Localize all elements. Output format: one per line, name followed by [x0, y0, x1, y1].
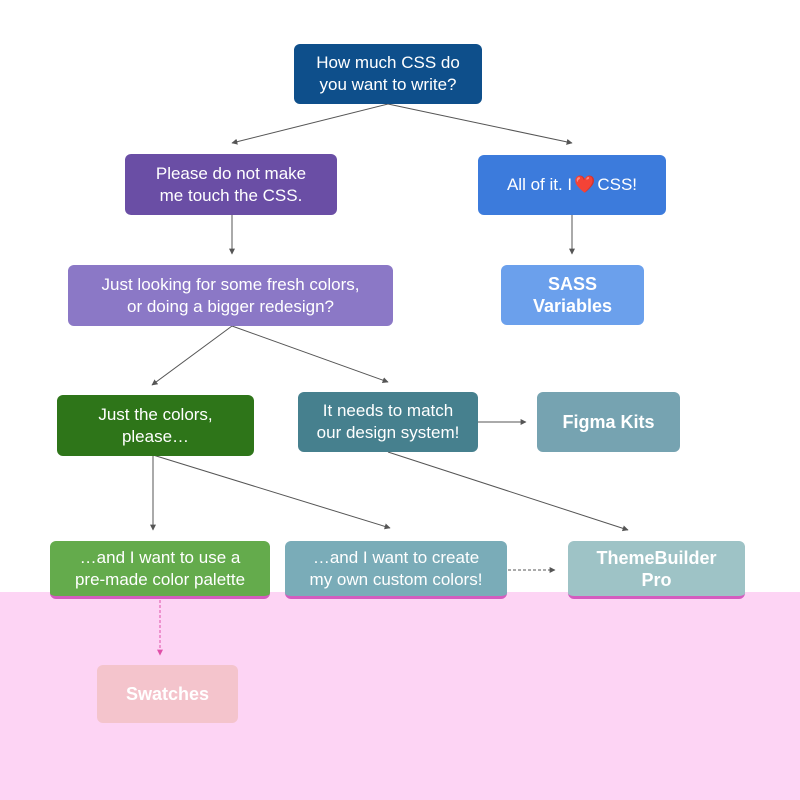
edge-q2-colors — [151, 325, 233, 386]
node-premade-palette: …and I want to use a pre-made color pale… — [50, 541, 270, 599]
all-of-it-text-after: CSS! — [597, 175, 638, 194]
node-themebuilder-pro: ThemeBuilder Pro — [568, 541, 745, 599]
edge-q2-design — [231, 325, 389, 383]
node-how-much-css: How much CSS do you want to write? — [294, 44, 482, 104]
edge-q1-right1 — [387, 103, 573, 145]
node-swatches: Swatches — [97, 665, 238, 723]
node-custom-colors: …and I want to create my own custom colo… — [285, 541, 507, 599]
node-just-the-colors: Just the colors, please… — [57, 395, 254, 456]
edge-colors-custom — [152, 454, 391, 530]
heart-icon: ❤️ — [574, 175, 596, 194]
all-of-it-text: All of it. I — [506, 175, 573, 194]
node-match-design-system: It needs to match our design system! — [298, 392, 478, 452]
edge-design-themebuilder — [387, 451, 629, 532]
node-figma-kits: Figma Kits — [537, 392, 680, 452]
node-do-not-touch-css: Please do not make me touch the CSS. — [125, 154, 337, 215]
node-all-of-it: All of it. I ❤️ CSS! — [478, 155, 666, 215]
node-sass-variables: SASS Variables — [501, 265, 644, 325]
edge-q1-left1 — [231, 103, 389, 145]
node-fresh-colors-or-redesign: Just looking for some fresh colors, or d… — [68, 265, 393, 326]
